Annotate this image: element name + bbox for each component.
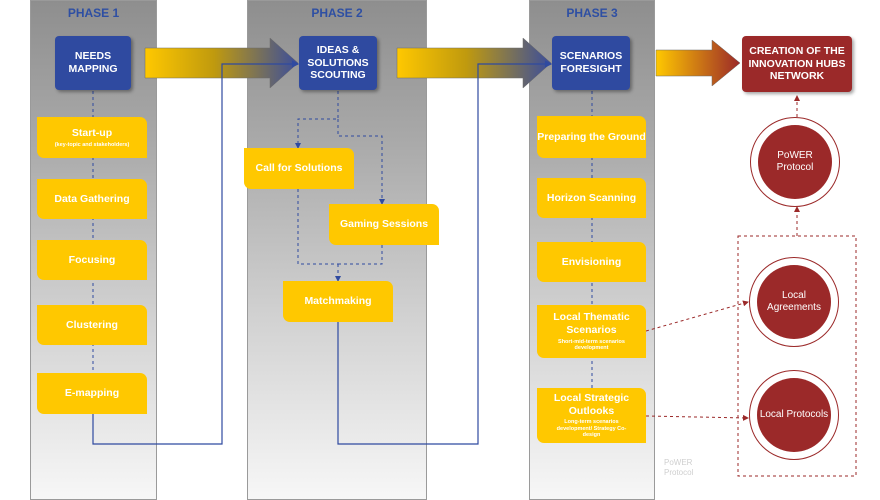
- local-agreements-label: Local Agreements: [757, 265, 831, 339]
- step-local-strategic: Local Strategic Outlooks Long-term scena…: [537, 388, 646, 443]
- power-protocol-circle: PoWER Protocol: [750, 117, 840, 207]
- arrow-phase3-to-creation: [655, 39, 741, 87]
- phase2-to-phase3-connector: [337, 60, 553, 445]
- step-local-strategic-sub: Long-term scenarios development/ Strateg…: [556, 419, 627, 439]
- step-data-gathering: Data Gathering: [37, 179, 147, 219]
- strategic-to-protocols-connector: [645, 414, 749, 421]
- step-envisioning-label: Envisioning: [561, 255, 622, 268]
- creation-box: CREATION OF THE INNOVATION HUBS NETWORK: [742, 36, 852, 92]
- step-envisioning: Envisioning: [537, 242, 646, 282]
- gaming-to-merge-connector: [338, 245, 383, 265]
- step-local-thematic-label: Local Thematic Scenarios: [553, 311, 630, 336]
- step-horizon-scanning: Horizon Scanning: [537, 178, 646, 218]
- step-e-mapping-label: E-mapping: [64, 387, 120, 400]
- step-preparing-ground: Preparing the Ground: [537, 116, 646, 158]
- needs-mapping-box: NEEDS MAPPING: [55, 36, 131, 90]
- phase1-to-phase2-connector: [92, 60, 300, 445]
- step-local-strategic-label: Local Strategic Outlooks: [553, 392, 630, 417]
- step-horizon-scanning-label: Horizon Scanning: [546, 191, 637, 204]
- phase2-title: PHASE 2: [311, 6, 363, 20]
- step-gaming-sessions: Gaming Sessions: [329, 204, 439, 245]
- step-call-for-solutions: Call for Solutions: [244, 148, 354, 189]
- faint-power-protocol-text: PoWER Protocol: [664, 458, 694, 477]
- step-focusing: Focusing: [37, 240, 147, 280]
- power-protocol-label: PoWER Protocol: [758, 125, 832, 199]
- local-circles-frame: [737, 235, 857, 477]
- step-data-gathering-label: Data Gathering: [54, 192, 130, 205]
- step-focusing-label: Focusing: [68, 253, 116, 266]
- arrow-phase1-to-phase2: [144, 37, 299, 89]
- step-clustering: Clustering: [37, 305, 147, 345]
- local-agreements-circle: Local Agreements: [749, 257, 839, 347]
- thematic-to-agreements-connector: [645, 300, 749, 332]
- phase3-title: PHASE 3: [566, 6, 618, 20]
- step-start-up-sub: (key-topic and stakeholders): [54, 141, 130, 148]
- step-gaming-sessions-label: Gaming Sessions: [339, 218, 429, 231]
- scenarios-foresight-box: SCENARIOS FORESIGHT: [552, 36, 630, 90]
- step-preparing-ground-label: Preparing the Ground: [537, 130, 646, 143]
- local-protocols-circle: Local Protocols: [749, 370, 839, 460]
- ideas-solutions-box: IDEAS & SOLUTIONS SCOUTING: [299, 36, 377, 90]
- step-local-thematic-sub: Short-mid-term scenarios development: [558, 338, 625, 352]
- step-e-mapping: E-mapping: [37, 373, 147, 414]
- ideas-to-gaming-connector: [337, 119, 385, 205]
- step-matchmaking: Matchmaking: [283, 281, 393, 322]
- step-call-for-solutions-label: Call for Solutions: [255, 162, 343, 175]
- phase1-title: PHASE 1: [67, 6, 120, 20]
- arrow-phase2-to-phase3: [396, 37, 552, 89]
- local-protocols-label: Local Protocols: [757, 378, 831, 452]
- ideas-to-call-connector: [295, 91, 339, 149]
- step-start-up: Start-up (key-topic and stakeholders): [37, 117, 147, 158]
- step-clustering-label: Clustering: [66, 318, 118, 331]
- step-local-thematic: Local Thematic Scenarios Short-mid-term …: [537, 305, 646, 358]
- step-start-up-label: Start-up: [71, 126, 113, 139]
- call-to-merge-connector: [297, 189, 338, 265]
- step-matchmaking-label: Matchmaking: [304, 295, 372, 308]
